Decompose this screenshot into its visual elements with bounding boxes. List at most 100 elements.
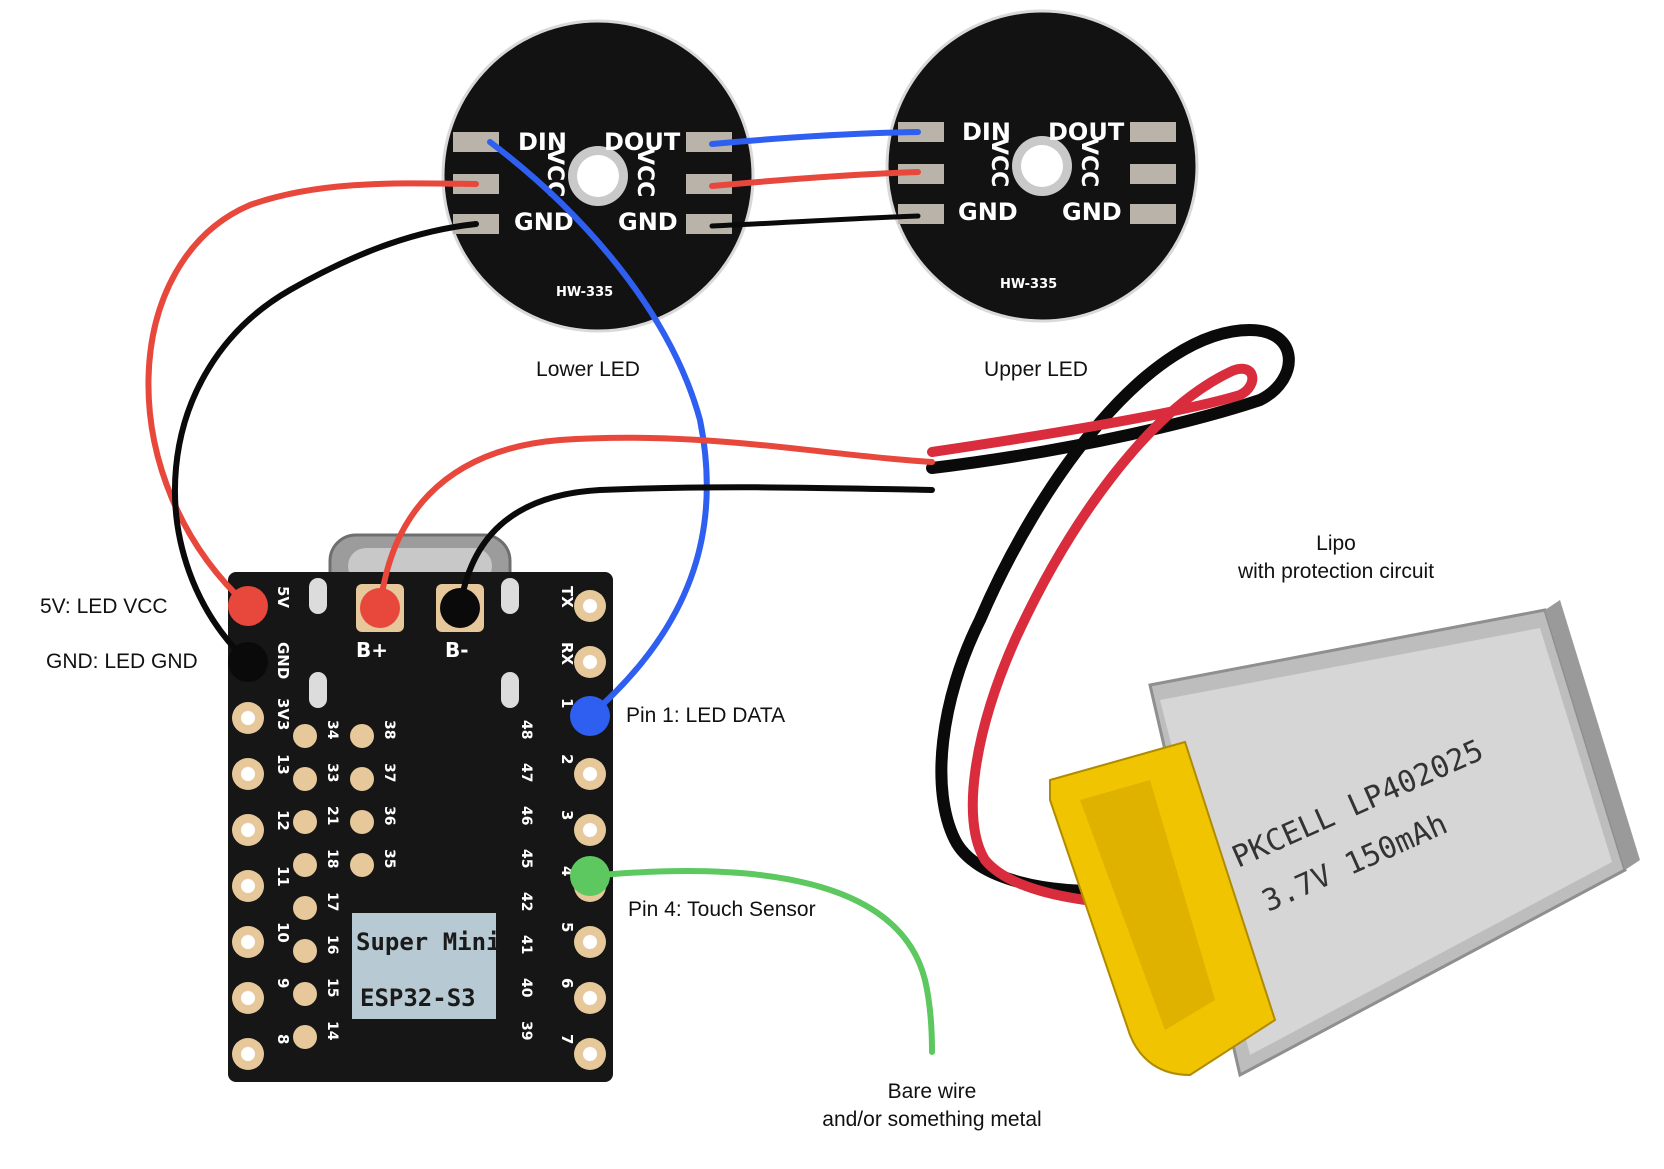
edge-pad-left-hole-8 <box>241 1047 255 1061</box>
wire-lower-dout-to-upper-din <box>709 129 921 147</box>
pin-label-inner-a-17: 17 <box>324 892 340 911</box>
pin-label-inner-right-48: 48 <box>518 720 534 739</box>
inner-pad-b-36 <box>350 810 374 834</box>
pin-label-right-1: 1 <box>558 698 576 708</box>
inner-pad-a-34 <box>293 724 317 748</box>
pin-label-right-2: 2 <box>558 754 576 764</box>
inner-pad-b-38 <box>350 724 374 748</box>
upper-led-ring: DIN DOUT VCC VCC GND GND HW-335 <box>885 9 1199 323</box>
pin-label-left-9: 9 <box>274 978 292 988</box>
wires <box>145 129 935 1055</box>
upper-led-vcc-left-label: VCC <box>986 138 1011 187</box>
pin-label-inner-right-47: 47 <box>518 763 534 782</box>
pin-label-right-5: 5 <box>558 922 576 932</box>
lower-led-dout-label: DOUT <box>604 128 681 156</box>
pin-label-right-7: 7 <box>558 1034 576 1044</box>
pin-label-left-8: 8 <box>274 1034 292 1044</box>
pin-label-left-12: 12 <box>274 810 292 831</box>
inner-pad-a-14 <box>293 1025 317 1049</box>
wire-lower-gnd-to-upper-gnd <box>709 213 921 229</box>
edge-pad-left-hole-13 <box>241 767 255 781</box>
pin-label-inner-a-18: 18 <box>324 849 340 868</box>
pin-label-inner-b-38: 38 <box>381 720 397 739</box>
pin-label-inner-b-36: 36 <box>381 806 397 825</box>
wire-5v-to-lower-led-vcc <box>145 180 479 609</box>
dot-b-minus <box>440 588 480 628</box>
pin1-led-data-label: Pin 1: LED DATA <box>626 704 785 727</box>
upper-led-gnd-right-label: GND <box>1062 198 1122 226</box>
board-name-plate <box>352 913 496 1019</box>
dot-pin4 <box>570 856 610 896</box>
upper-led-gnd-left-label: GND <box>958 198 1018 226</box>
lower-led-ring: DIN DOUT VCC VCC GND GND HW-335 <box>441 19 755 333</box>
edge-pad-right-hole-6 <box>583 991 597 1005</box>
pin-label-inner-b-35: 35 <box>381 849 397 868</box>
edge-pad-right-hole-5 <box>583 935 597 949</box>
pin-label-inner-a-33: 33 <box>324 763 340 782</box>
wire-pin1-to-lower-led-din <box>487 139 710 719</box>
edge-pad-left-hole-11 <box>241 879 255 893</box>
pin-label-right-TX: TX <box>558 586 576 608</box>
inner-pad-a-17 <box>293 896 317 920</box>
pin-label-right-4: 4 <box>558 866 576 876</box>
lipo-label-line1: Lipo <box>1316 532 1356 555</box>
lipo-label-line2: with protection circuit <box>1237 560 1434 583</box>
pin-label-left-10: 10 <box>274 922 292 943</box>
gnd-led-gnd-label: GND: LED GND <box>46 650 198 673</box>
board-name-line2: ESP32-S3 <box>360 984 476 1012</box>
inner-pad-b-37 <box>350 767 374 791</box>
pin-label-inner-right-42: 42 <box>518 892 534 911</box>
lower-led-label: Lower LED <box>536 358 640 381</box>
pin-label-inner-a-15: 15 <box>324 978 340 997</box>
pin4-touch-label: Pin 4: Touch Sensor <box>628 898 816 921</box>
inner-pad-a-15 <box>293 982 317 1006</box>
wire-gnd-to-lower-led-gnd <box>172 221 479 665</box>
upper-led-model-label: HW-335 <box>1000 277 1057 292</box>
inner-pad-b-35 <box>350 853 374 877</box>
inner-pad-a-16 <box>293 939 317 963</box>
lower-led-model-label: HW-335 <box>556 285 613 300</box>
v5-led-vcc-label: 5V: LED VCC <box>40 595 168 618</box>
pin-label-inner-a-14: 14 <box>324 1021 340 1041</box>
pin-label-right-6: 6 <box>558 978 576 988</box>
board-pin-labels: 5VGND3V31312111098TXRX123456734332118171… <box>274 586 576 1044</box>
pin-label-inner-b-37: 37 <box>381 763 397 782</box>
edge-pad-left-hole-9 <box>241 991 255 1005</box>
pin-label-inner-a-16: 16 <box>324 935 340 954</box>
upper-led-dout-label: DOUT <box>1048 118 1125 146</box>
wire-pin4-to-bare-wire <box>587 868 935 1055</box>
edge-pad-right-hole-2 <box>583 767 597 781</box>
board-name-line1: Super Mini <box>356 928 501 956</box>
inner-pad-a-33 <box>293 767 317 791</box>
edge-pad-right-hole-3 <box>583 823 597 837</box>
pin-label-inner-right-45: 45 <box>518 849 534 868</box>
pin-label-inner-a-21: 21 <box>324 806 340 825</box>
pin-label-right-3: 3 <box>558 810 576 820</box>
board-component-1 <box>501 578 519 614</box>
pin-label-left-3V3: 3V3 <box>274 698 292 730</box>
edge-pad-right-hole-TX <box>583 599 597 613</box>
dot-gnd <box>228 642 268 682</box>
bare-wire-label-line2: and/or something metal <box>822 1108 1041 1131</box>
lower-led-din-label: DIN <box>518 128 567 156</box>
dot-pin1 <box>570 696 610 736</box>
annotation-labels: Lower LED Upper LED Lipo with protection… <box>40 358 1434 1131</box>
dot-5v <box>228 586 268 626</box>
lower-led-gnd-left-label: GND <box>514 208 574 236</box>
pin-label-left-11: 11 <box>274 866 292 887</box>
edge-pad-right-hole-7 <box>583 1047 597 1061</box>
pin-label-left-13: 13 <box>274 754 292 775</box>
board-component-3 <box>501 672 519 708</box>
wire-lower-vcc-to-upper-vcc <box>709 169 921 189</box>
board-component-2 <box>309 672 327 708</box>
wire-b-minus-to-battery <box>457 484 935 611</box>
edge-pad-left-hole-12 <box>241 823 255 837</box>
edge-pad-right-hole-RX <box>583 655 597 669</box>
pin-label-left-GND: GND <box>274 642 292 679</box>
board-silkscreen: B+ B- Super Mini ESP32-S3 <box>352 638 501 1019</box>
pin-label-inner-right-41: 41 <box>518 935 534 954</box>
board-b-minus-label: B- <box>445 638 469 662</box>
upper-led-label: Upper LED <box>984 358 1088 381</box>
inner-pad-a-21 <box>293 810 317 834</box>
edge-pad-left-hole-3V3 <box>241 711 255 725</box>
